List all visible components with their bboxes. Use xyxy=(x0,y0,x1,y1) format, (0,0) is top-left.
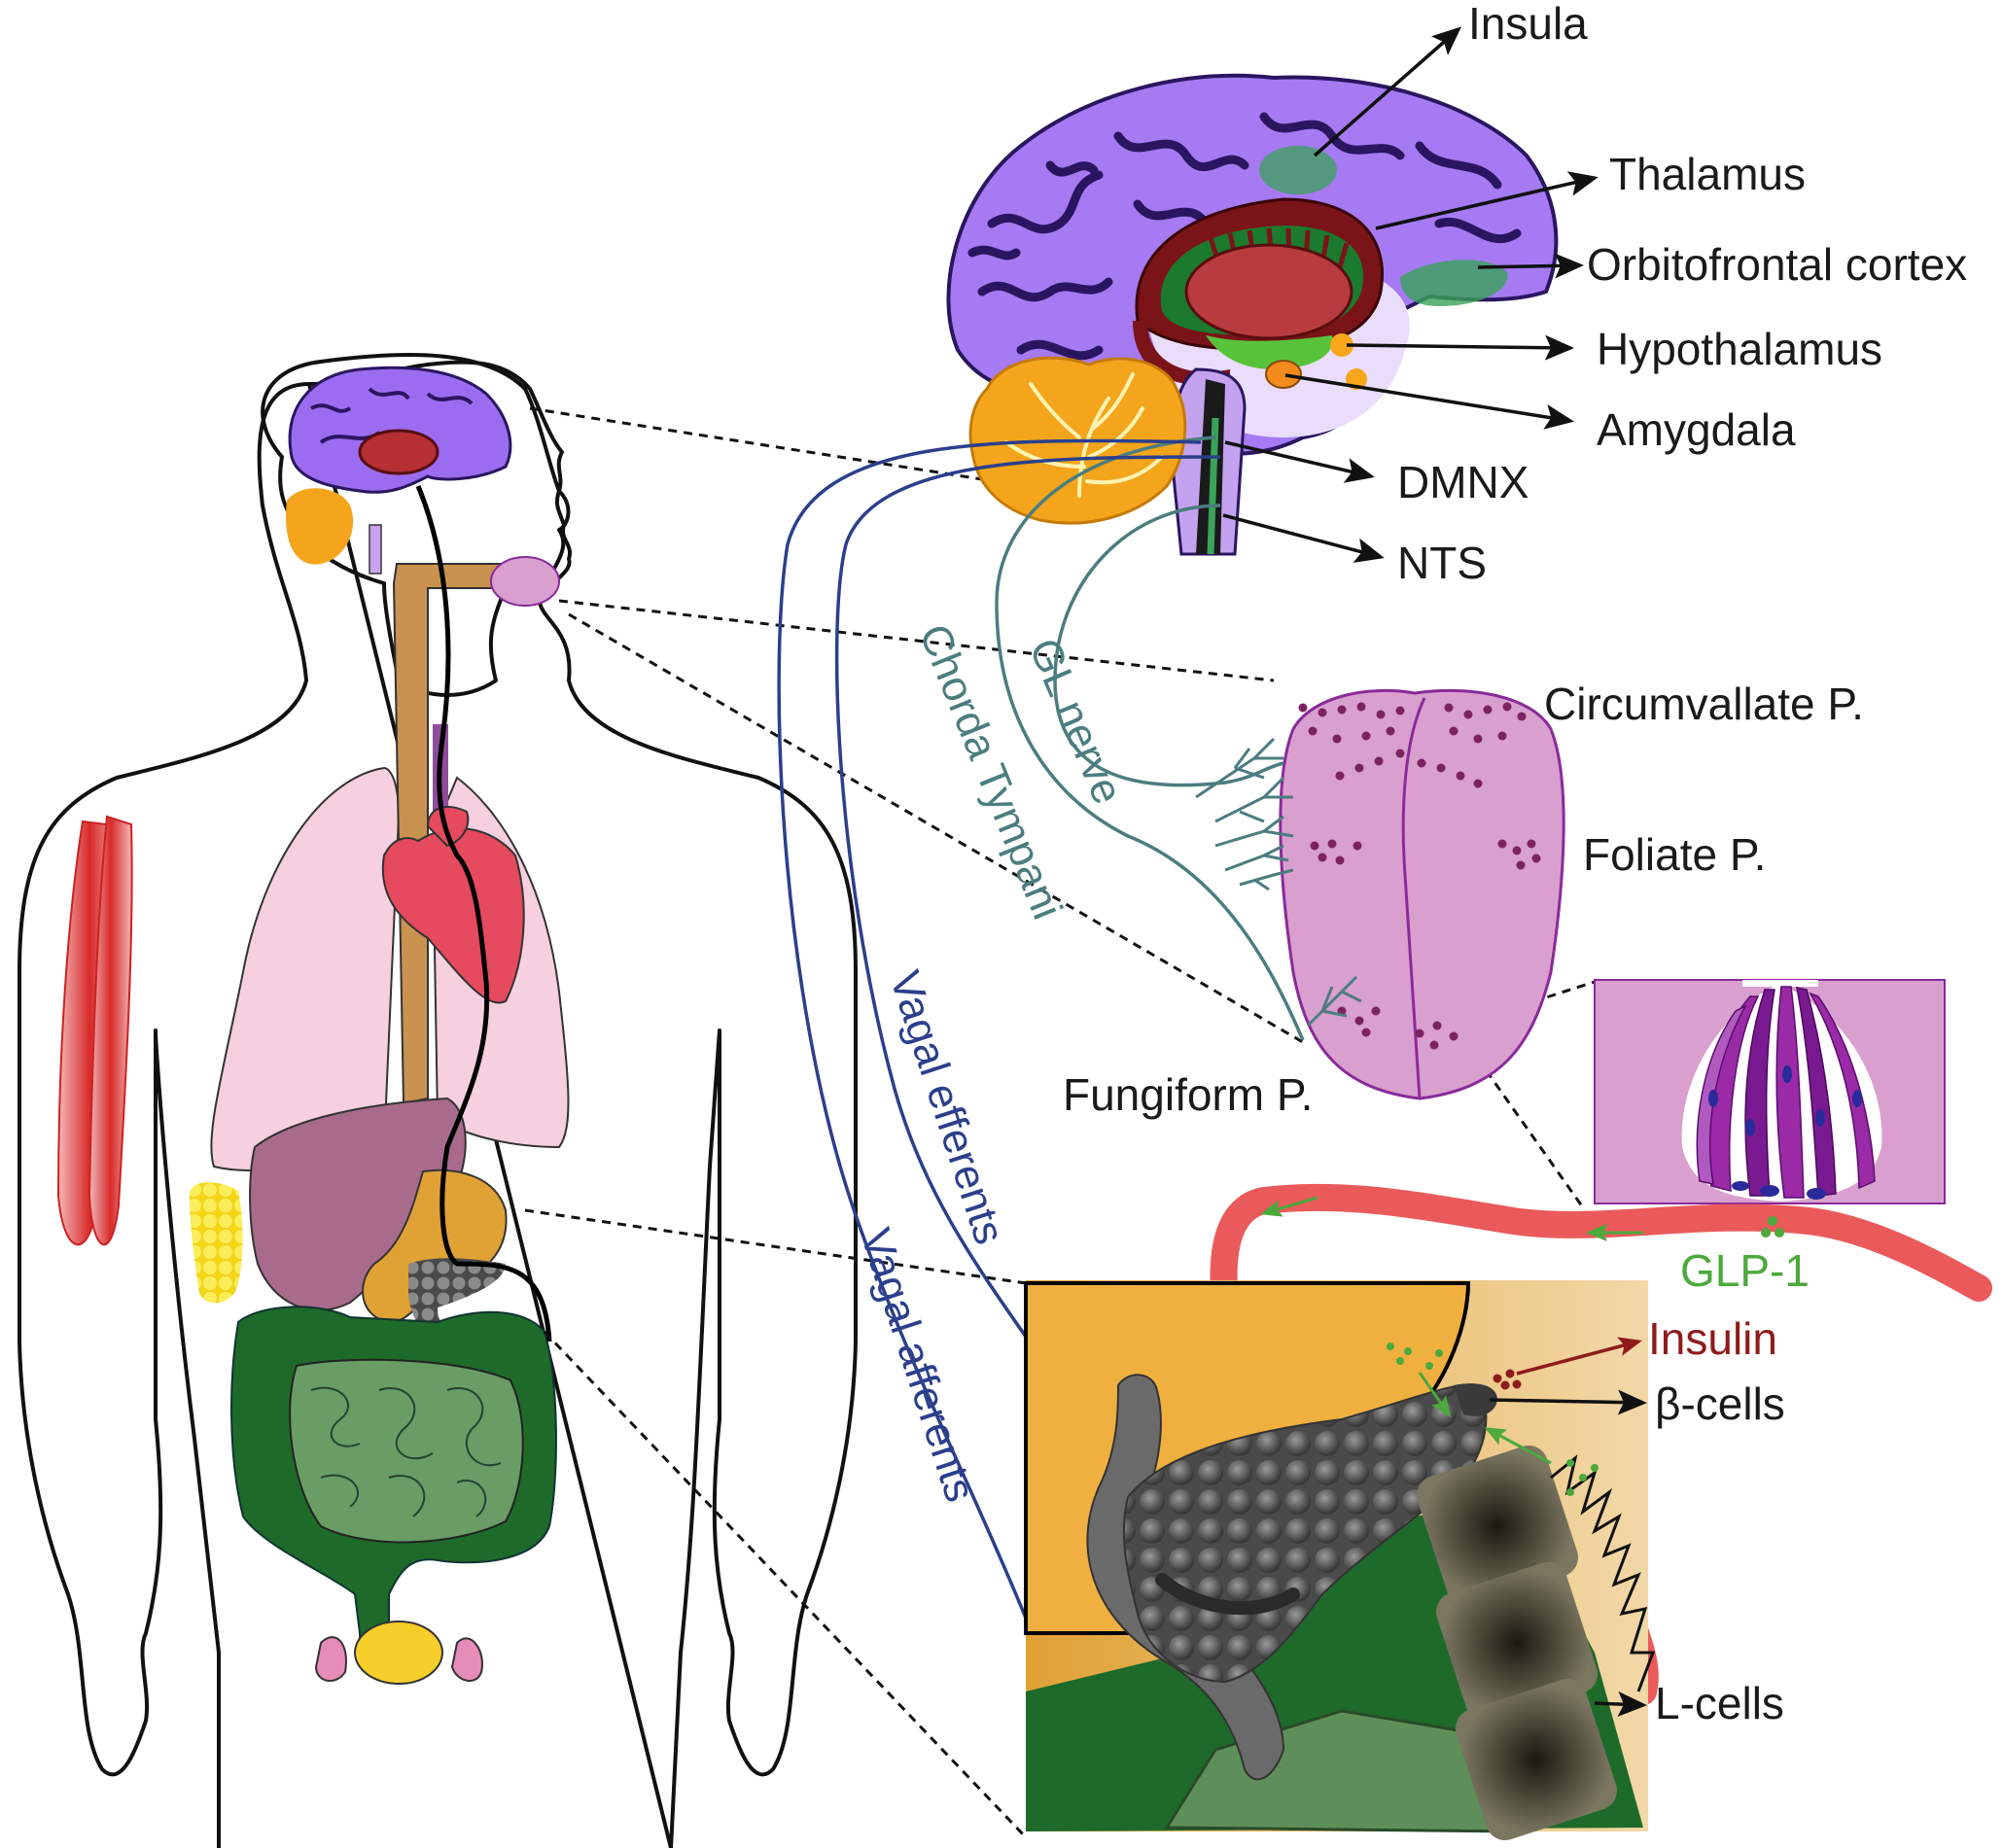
tongue-detail xyxy=(1279,688,1565,1100)
small-brain xyxy=(286,366,512,575)
glp1-dots xyxy=(1761,1216,1784,1238)
panel-glp1-signal xyxy=(1387,1342,1599,1496)
human-body xyxy=(18,353,858,1848)
taste-pore xyxy=(1742,980,1818,987)
label-fungiform: Fungiform P. xyxy=(1063,1069,1313,1120)
taste-papillae xyxy=(1298,702,1541,1050)
chorda-tympani-path xyxy=(995,436,1305,1041)
thalamus-region xyxy=(1184,243,1353,340)
label-orbitofrontal-cortex: Orbitofrontal cortex xyxy=(1587,239,1967,290)
body-outline xyxy=(18,360,858,1848)
gl-nerve-path xyxy=(1053,504,1284,787)
aorta xyxy=(426,806,470,848)
bladder xyxy=(354,1621,443,1685)
intestine-loops xyxy=(310,1386,502,1517)
label-insula: Insula xyxy=(1468,0,1588,49)
gl-nerve-branches xyxy=(1195,737,1362,1028)
label-l-cells: L-cells xyxy=(1655,1678,1784,1728)
brain-sulci xyxy=(967,112,1522,361)
label-hypothalamus: Hypothalamus xyxy=(1597,324,1882,374)
vagus-nerve-body xyxy=(415,485,552,1342)
label-nts: NTS xyxy=(1397,538,1487,588)
glp1-flow-arrows xyxy=(1260,1196,1643,1241)
label-beta-cells: β-cells xyxy=(1655,1378,1785,1429)
panel-pancreatic-duct xyxy=(1155,1573,1300,1616)
lung-left xyxy=(210,766,401,1171)
panel-l-cells xyxy=(1416,1445,1618,1841)
label-gl-nerve: GL nerve xyxy=(1020,632,1132,811)
arm-muscle xyxy=(56,815,133,1246)
panel-insulin-dots xyxy=(1493,1369,1522,1390)
taste-receptor-cells xyxy=(1681,984,1882,1202)
label-vagal-afferents: Vagal afferents xyxy=(851,1223,984,1508)
adipose-tissue xyxy=(190,1182,243,1304)
kidney-right xyxy=(450,1637,483,1682)
small-tongue xyxy=(490,556,560,607)
brainstem-green-tract xyxy=(1207,417,1219,555)
vagal-afferents-path xyxy=(777,438,1202,1751)
label-thalamus: Thalamus xyxy=(1609,149,1806,199)
hypothalamus-region xyxy=(1206,335,1333,369)
label-pointers xyxy=(1222,26,1647,1717)
heart xyxy=(381,827,525,1004)
cerebellum-folia xyxy=(1004,372,1164,498)
label-amygdala: Amygdala xyxy=(1597,404,1796,455)
tongue-shape xyxy=(1279,688,1565,1100)
tongue-midline xyxy=(1401,697,1426,1099)
pancreas-panel xyxy=(1024,1280,1656,1841)
insula-region xyxy=(1259,146,1337,194)
orbitofrontal-region xyxy=(1400,260,1508,306)
vagal-efferents-path xyxy=(834,455,1221,1537)
nerves xyxy=(777,436,1362,1751)
label-insulin: Insulin xyxy=(1648,1313,1777,1364)
label-foliate: Foliate P. xyxy=(1583,829,1766,880)
panel-beta-islet xyxy=(1454,1383,1497,1416)
label-circumvallate: Circumvallate P. xyxy=(1544,679,1864,729)
amygdala-region xyxy=(1265,360,1302,389)
taste-bud-detail xyxy=(1594,979,1946,1204)
kidney-left xyxy=(314,1636,347,1682)
hypothalamus-dot xyxy=(1330,333,1353,357)
label-glp1: GLP-1 xyxy=(1680,1245,1810,1296)
label-dmnx: DMNX xyxy=(1397,457,1529,507)
